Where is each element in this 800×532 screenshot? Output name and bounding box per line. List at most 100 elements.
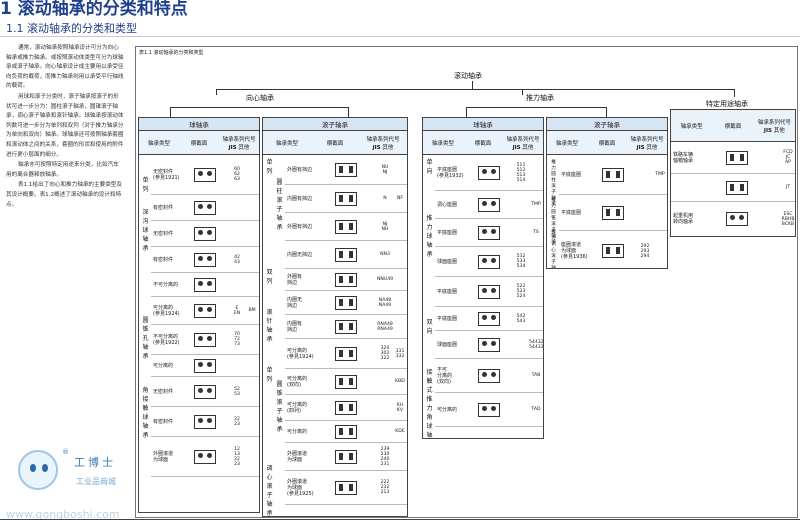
bearing-section-icon [335, 400, 357, 415]
bearing-section-icon [335, 424, 357, 439]
bearing-section-icon [478, 368, 500, 383]
bearing-section-icon [194, 303, 216, 318]
bearing-section-icon [335, 272, 357, 287]
table-row: 可分离的 [151, 355, 259, 377]
group-label: 调心滚子轴承 [266, 465, 273, 517]
tree-line [466, 107, 606, 108]
bearing-section-icon [478, 311, 500, 326]
bearing-section-icon [194, 449, 216, 464]
bearing-section-icon [335, 295, 357, 310]
group-label: 单向 [426, 159, 433, 175]
bearing-section-icon [726, 212, 748, 226]
intro-paragraph: 轴承亦可按照特定用途来分类，比如汽车用的离合器释放轴承。 [6, 162, 119, 178]
watermark-url: www.gongboshi.com [6, 508, 120, 521]
tree-root: 滚动轴承 [454, 72, 482, 80]
group-label: 圆锥孔轴承 [142, 317, 149, 360]
col-type: 轴承类型 [555, 140, 578, 147]
tree-line [734, 89, 735, 97]
bearing-section-icon [726, 150, 748, 165]
tree-line [216, 89, 734, 90]
col-type: 轴承类型 [680, 123, 703, 130]
group-label: 深沟球轴承 [142, 209, 149, 252]
table-row: 有密封件 [151, 195, 259, 221]
watermark-brand: 工博士 [74, 456, 116, 469]
mascot-eye [30, 464, 36, 472]
bearing-section-icon [194, 332, 216, 347]
table-row: 可分离的(双向)KBD [285, 369, 407, 395]
bearing-section-icon [335, 191, 357, 206]
bearing-section-icon [602, 167, 624, 182]
group-label: 圆锥滚子轴承 [276, 381, 283, 433]
bearing-section-icon [335, 480, 357, 495]
tree-line [472, 81, 473, 89]
table-title: 滚子轴承 [263, 118, 407, 131]
group-label: 推力圆柱滚子轴承 [551, 160, 556, 207]
bearing-section-icon [194, 277, 216, 292]
tree-line [216, 89, 217, 95]
col-section: 横截面 [598, 140, 616, 147]
group-label: 双列 [266, 269, 273, 285]
bearing-section-icon [194, 384, 216, 399]
col-section: 横截面 [190, 140, 208, 147]
bearing-section-icon [335, 319, 357, 334]
col-section: 横截面 [724, 123, 742, 130]
bearing-section-icon [335, 162, 357, 177]
watermark-subtitle: 工业品商城 [76, 477, 116, 486]
registered-mark: ® [62, 448, 69, 456]
branch-thrust: 推力轴承 [526, 94, 554, 102]
bearing-section-icon [478, 254, 500, 269]
group-label: 滚针轴承 [266, 309, 273, 343]
mascot-eye [42, 464, 48, 472]
header-rule [0, 36, 800, 37]
bearing-section-icon [335, 449, 357, 464]
bearing-section-icon [194, 358, 216, 373]
tree-line [522, 89, 523, 95]
table-row: 不可分离的(双向)TAB [435, 359, 543, 393]
figure-caption: 表1.1 滚动轴承的分类和类型 [139, 50, 204, 56]
footer-rule [0, 519, 800, 520]
group-label: 单列 [266, 159, 273, 175]
bearing-section-icon [335, 247, 357, 262]
intro-paragraph: 用球和滚子分类时，滚子轴承按滚子的形状可进一步分为：圆柱滚子轴承，圆锥滚子轴承，… [6, 93, 124, 158]
bearing-section-icon [194, 414, 216, 429]
subsection-title: 1.1 滚动轴承的分类和类型 [6, 22, 137, 35]
table-row: 平底座圈 [559, 195, 667, 231]
group-label: 单列 [266, 367, 273, 383]
group-label: 双向 [426, 319, 433, 335]
col-type: 轴承类型 [275, 140, 298, 147]
bearing-section-icon [478, 197, 500, 212]
table-title: 球轴承 [423, 118, 543, 131]
group-label: 单列 [142, 177, 149, 193]
